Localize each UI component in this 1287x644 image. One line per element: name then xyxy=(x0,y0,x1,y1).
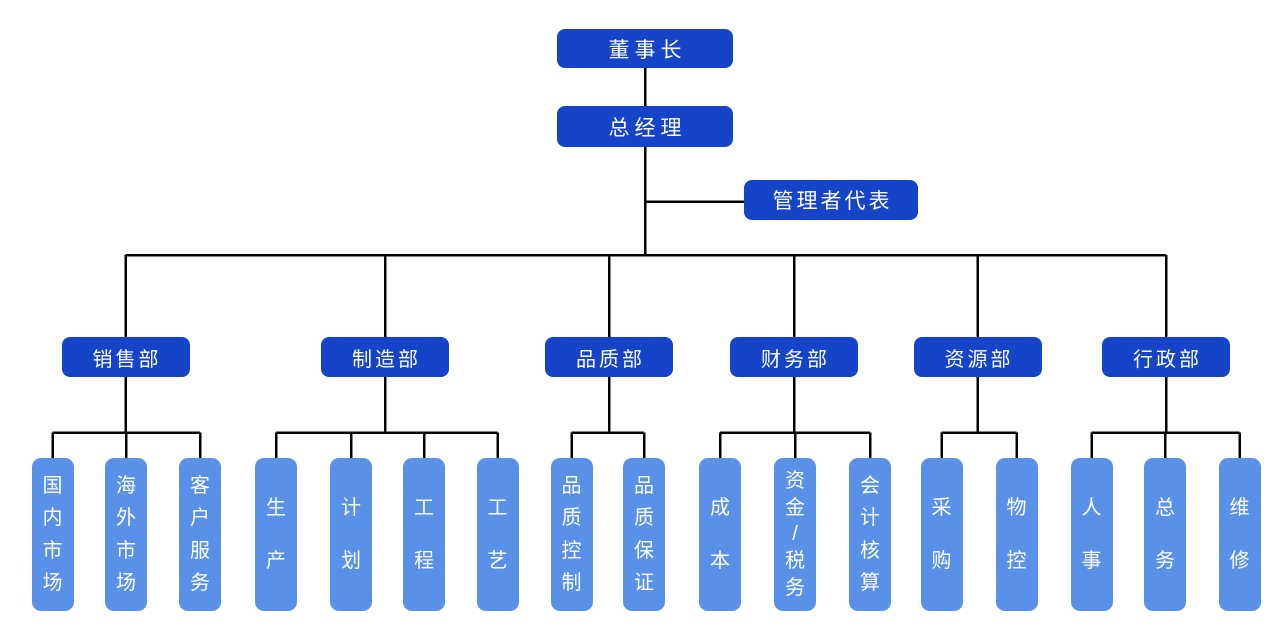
leaf-label-char: 制 xyxy=(561,571,582,594)
leaf-node: 客户服务 xyxy=(179,458,221,611)
leaf-label-char: 产 xyxy=(266,550,286,573)
department-label: 行政部 xyxy=(1133,348,1202,371)
leaf-node: 成本 xyxy=(699,458,741,611)
leaf-node: 会计核算 xyxy=(849,458,891,611)
leaf-label-char: 修 xyxy=(1229,550,1250,573)
general-manager-label: 总经理 xyxy=(608,116,687,140)
leaf-label-char: 市 xyxy=(42,539,63,562)
leaf-label-char: 生 xyxy=(266,496,286,519)
leaf-label-char: 采 xyxy=(931,496,952,519)
leaf-label-char: 划 xyxy=(341,550,361,573)
leaf-label-char: 资 xyxy=(785,469,805,492)
leaf-label-char: 内 xyxy=(42,507,63,530)
leaf-label-char: 成 xyxy=(710,496,730,519)
chairman-label: 董事长 xyxy=(608,38,687,62)
leaf-label-char: 购 xyxy=(931,550,952,573)
leaf-label-char: 事 xyxy=(1081,550,1102,573)
leaf-node: 生产 xyxy=(255,458,297,611)
leaf-node: 海外市场 xyxy=(105,458,147,611)
leaf-node: 国内市场 xyxy=(31,458,74,611)
department-label: 财务部 xyxy=(761,348,830,371)
leaf-label-char: 工 xyxy=(414,496,434,519)
leaf-node: 总务 xyxy=(1144,458,1186,611)
leaf-label-char: 国 xyxy=(42,475,63,498)
leaf-node: 计划 xyxy=(330,458,372,611)
leaf-node: 品质保证 xyxy=(623,458,665,611)
leaf-label-char: / xyxy=(792,523,798,546)
leaf-node: 采购 xyxy=(920,458,963,611)
leaf-label-char: 总 xyxy=(1155,496,1175,519)
leaf-label-char: 程 xyxy=(414,550,434,573)
leaf-label-char: 维 xyxy=(1229,496,1250,519)
leaf-label-char: 人 xyxy=(1081,496,1102,519)
leaf-label-char: 会 xyxy=(860,475,880,498)
department-node: 品质部 xyxy=(545,337,673,377)
chairman-node: 董事长 xyxy=(557,29,733,68)
department-node: 行政部 xyxy=(1102,337,1230,377)
leaf-label-char: 海 xyxy=(116,475,136,498)
leaf-label-char: 计 xyxy=(860,507,880,530)
leaf-node: 品质控制 xyxy=(550,458,593,611)
leaf-label-char: 工 xyxy=(487,496,508,519)
leaf-label-char: 市 xyxy=(116,539,136,562)
leaf-label-char: 场 xyxy=(42,571,63,594)
leaf-label-char: 务 xyxy=(785,577,805,600)
leaf-node: 工程 xyxy=(403,458,445,611)
leaf-label-char: 控 xyxy=(561,539,582,562)
department-label: 资源部 xyxy=(944,348,1014,371)
leaf-label-char: 金 xyxy=(785,496,805,519)
department-label: 品质部 xyxy=(576,348,645,371)
leaf-node: 物控 xyxy=(995,458,1038,611)
department-node: 资源部 xyxy=(913,337,1042,377)
leaf-label-char: 外 xyxy=(116,507,136,530)
leaf-label-char: 质 xyxy=(634,507,654,530)
leaf-label-char: 质 xyxy=(561,507,582,530)
leaf-node: 维修 xyxy=(1218,458,1261,611)
leaf-label-char: 本 xyxy=(710,550,730,573)
leaf-node: 资金 / 税务 xyxy=(774,458,816,611)
leaf-label-char: 艺 xyxy=(487,550,508,573)
leaf-label-char: 算 xyxy=(860,571,880,594)
management-representative-label: 管理者代表 xyxy=(772,190,893,213)
leaf-label-char: 户 xyxy=(190,507,210,530)
department-node: 销售部 xyxy=(61,337,190,377)
management-representative-node: 管理者代表 xyxy=(744,180,918,220)
leaf-label-char: 品 xyxy=(561,475,582,498)
leaf-label-char: 服 xyxy=(190,539,210,562)
leaf-label-char: 计 xyxy=(341,496,361,519)
leaf-label-char: 保 xyxy=(634,539,654,562)
leaf-node: 人事 xyxy=(1070,458,1113,611)
leaf-label-char: 物 xyxy=(1006,496,1027,519)
leaf-label-char: 务 xyxy=(190,571,210,594)
leaf-node: 工艺 xyxy=(476,458,519,611)
leaf-label-char: 证 xyxy=(634,571,654,594)
general-manager-node: 总经理 xyxy=(557,106,733,147)
leaf-label-char: 场 xyxy=(116,571,136,594)
leaf-label-char: 税 xyxy=(785,550,805,573)
leaf-label-char: 控 xyxy=(1006,550,1027,573)
department-node: 财务部 xyxy=(730,337,858,377)
department-node: 制造部 xyxy=(321,337,449,377)
leaf-label-char: 务 xyxy=(1155,550,1175,573)
leaf-label-char: 品 xyxy=(634,475,654,498)
leaf-label-char: 核 xyxy=(860,539,880,562)
department-label: 销售部 xyxy=(92,348,162,371)
department-label: 制造部 xyxy=(352,348,421,371)
leaf-label-char: 客 xyxy=(190,475,210,498)
